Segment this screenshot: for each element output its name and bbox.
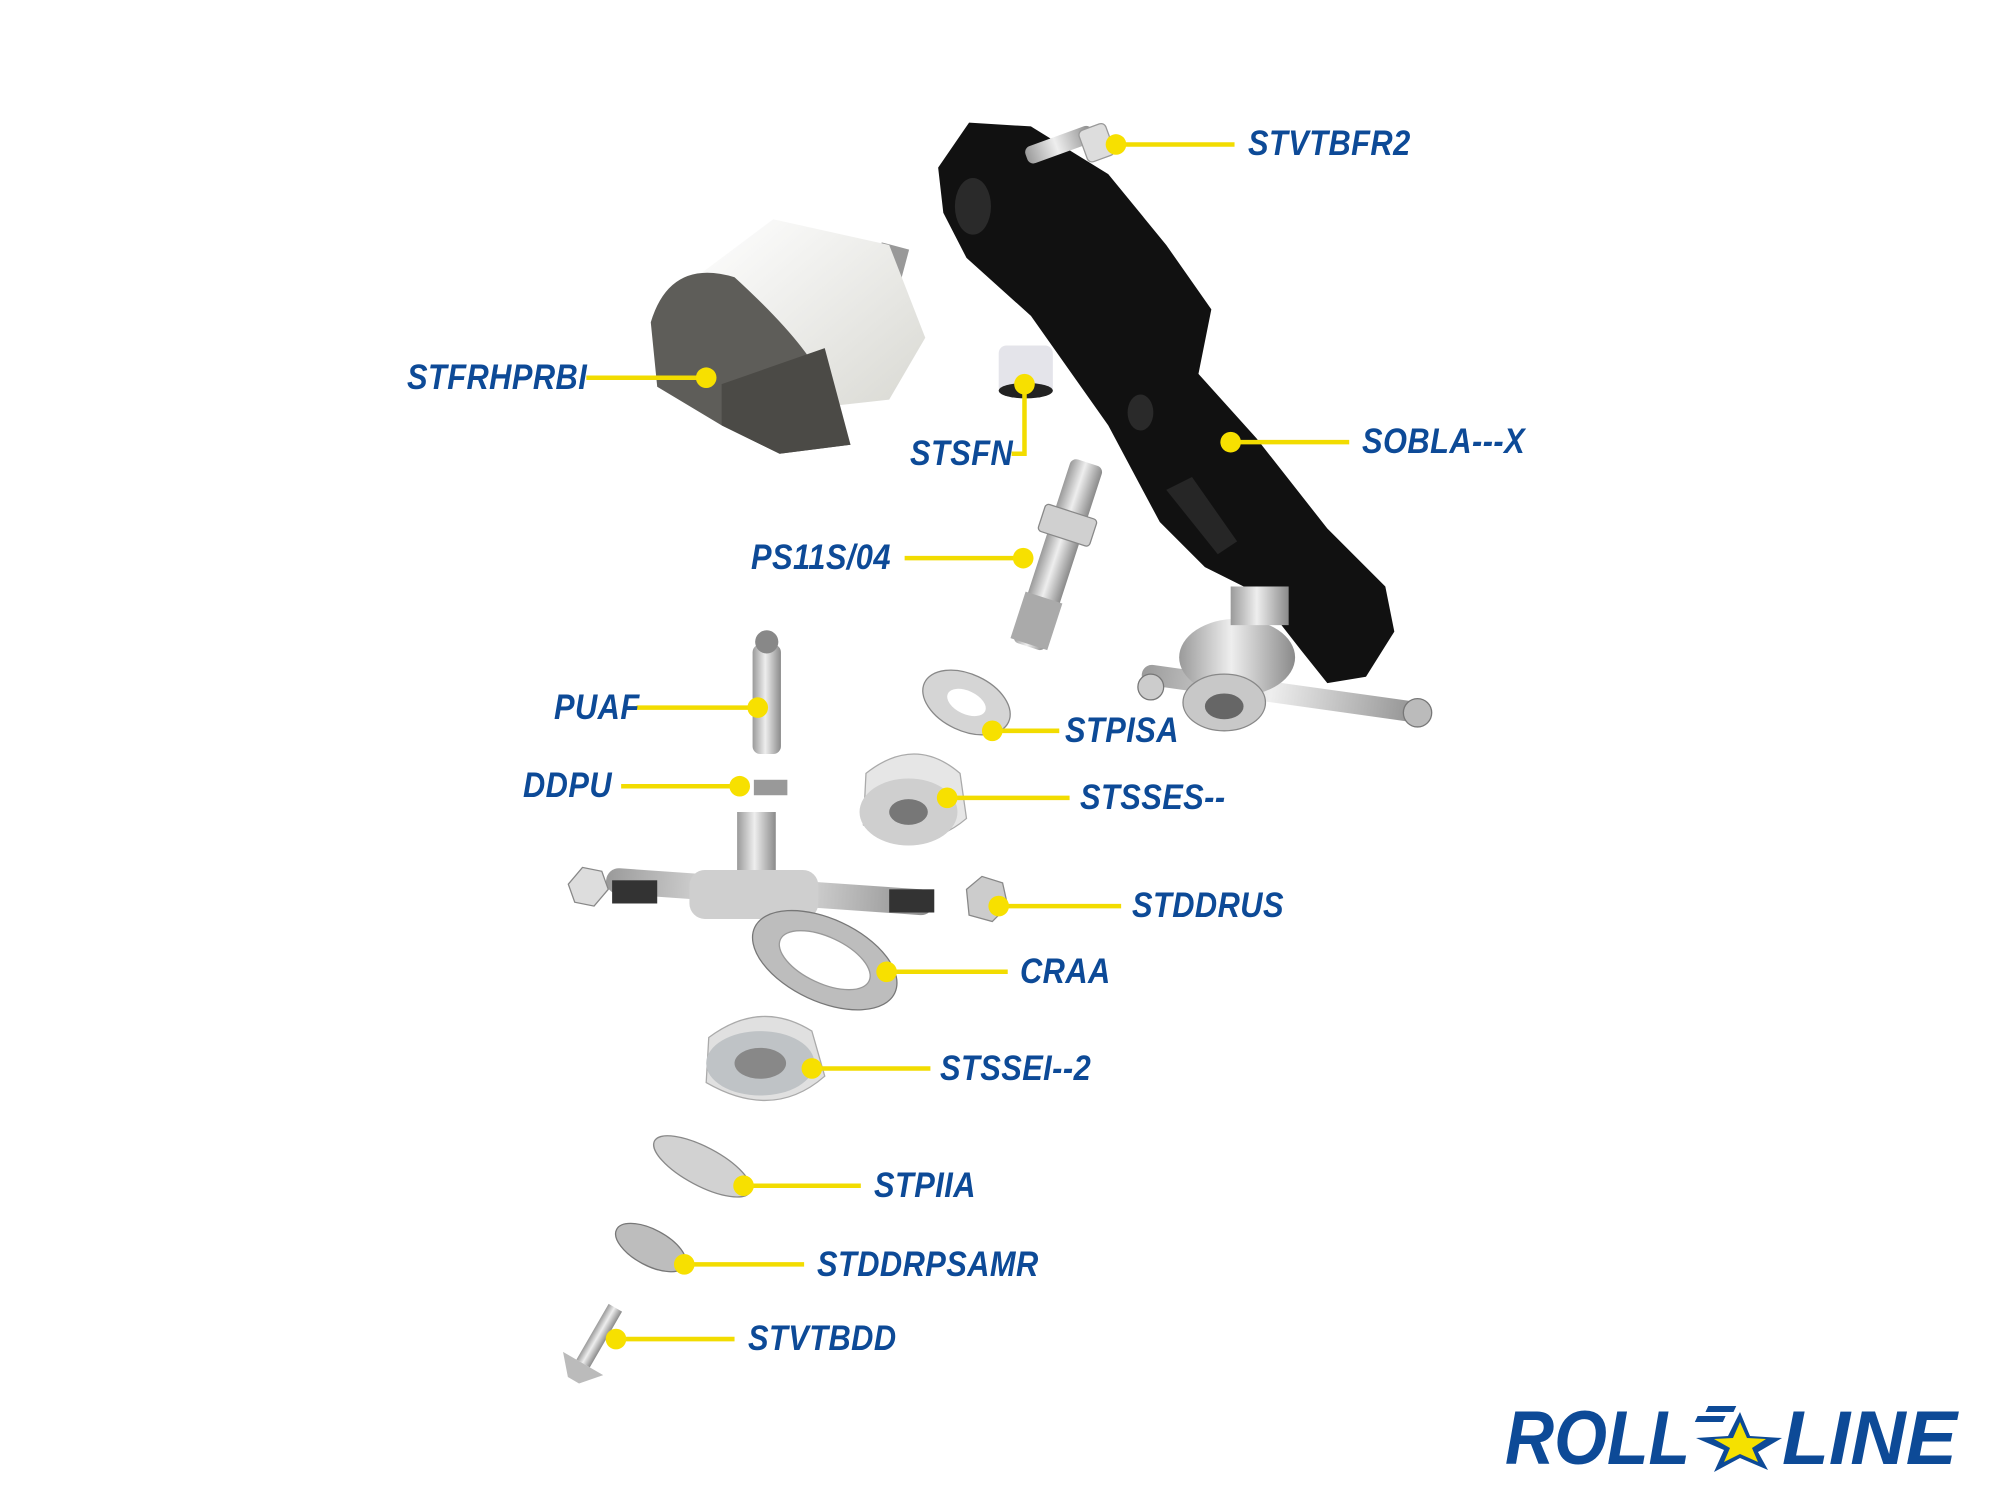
lower-washer-part [653,1135,752,1198]
lower-cushion-part [705,1015,826,1101]
part-label-ddpu: DDPU [523,766,613,805]
leader-lines [586,142,1350,1342]
part-label-craa: CRAA [1020,952,1111,991]
part-label-sobla-x: SOBLA---X [1362,422,1526,461]
cushion-part [859,753,968,846]
part-label-puaf: PUAF [554,688,640,727]
star-icon [1694,1406,1782,1472]
bolt-part [1025,122,1115,164]
part-label-stsses: STSSES-- [1080,778,1226,817]
pivot-cup-part [753,779,788,796]
part-label-stsfn: STSFN [910,434,1014,473]
truck-hanger-part [567,812,935,1011]
washer-hole [947,688,986,717]
part-label-stpiia: STPIIA [874,1166,976,1205]
kingpin-assembly-part [1137,586,1433,732]
part-label-stssei-2: STSSEI--2 [940,1049,1092,1088]
frame-part [938,122,1395,684]
part-label-stvtbdd: STVTBDD [748,1319,897,1358]
roll-line-logo: ROLL LINE [1505,1398,1959,1472]
part-label-ps11s-04: PS11S/04 [751,538,891,577]
part-label-stpisa: STPISA [1065,711,1179,750]
leader-dots [605,134,1241,1350]
part-label-stddrpsamr: STDDRPSAMR [817,1245,1039,1284]
toe-stop-part [650,219,926,454]
part-label-stfrhprbi: STFRHPRBI [407,358,588,397]
screw-part [563,1303,623,1384]
pin-part [1010,459,1103,651]
part-label-stddrus: STDDRUS [1132,886,1284,925]
svg-text:LINE: LINE [1782,1398,1959,1472]
part-label-stvtbfr2: STVTBFR2 [1248,124,1411,163]
pivot-pin-part [752,630,781,755]
svg-text:ROLL: ROLL [1505,1398,1690,1472]
